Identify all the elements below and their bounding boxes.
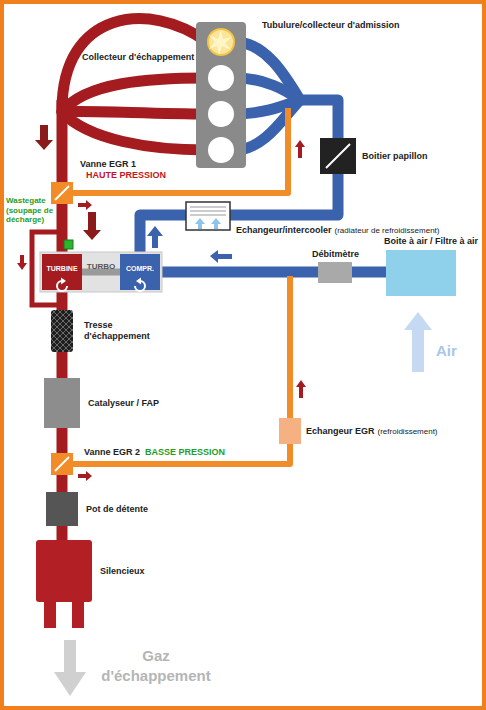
- cooling-arrow: [211, 218, 221, 229]
- flow-arrow: [210, 250, 232, 263]
- rotation-icon: [53, 277, 71, 295]
- exhaust-pipe: [62, 112, 207, 150]
- air-filter-box: [386, 250, 456, 296]
- part-label: Débitmètre: [312, 249, 359, 259]
- throttle-body: [320, 138, 356, 174]
- egr-high-pressure-line: [70, 108, 288, 193]
- part-label: Wastegate (soupape de décharge): [6, 196, 62, 225]
- exhaust-out-arrow: [54, 640, 86, 696]
- egr-low-pressure-line: [70, 276, 290, 464]
- cooling-arrow: [195, 218, 205, 229]
- silencer: [36, 540, 92, 602]
- part-label: BASSE PRESSION: [145, 447, 225, 457]
- exhaust-pipe: [62, 111, 207, 114]
- flow-arrow: [35, 125, 53, 150]
- wastegate-valve: [64, 240, 73, 249]
- part-label: Echangeur EGR: [306, 426, 375, 436]
- tailpipe: [72, 600, 84, 628]
- part-label: Tresse d'échappement: [84, 320, 164, 342]
- flow-arrow: [295, 140, 305, 158]
- expansion-box: [46, 492, 78, 526]
- part-label: Echangeur/intercooler: [236, 225, 332, 235]
- part-label: Vanne EGR 1: [80, 159, 136, 169]
- rotation-icon: [131, 277, 149, 295]
- air-arrow: [404, 312, 432, 372]
- cylinder: [208, 137, 234, 163]
- compressor-box: COMPR.: [120, 254, 160, 290]
- part-label: Boitier papillon: [362, 151, 428, 161]
- egr-valve: [51, 182, 73, 204]
- turbine-box: TURBINE: [42, 254, 82, 290]
- part-label: Silencieux: [100, 566, 145, 576]
- intake-pipe: [140, 172, 338, 254]
- part-label: (refroidissement): [378, 427, 438, 436]
- intake-pipe: [160, 267, 388, 278]
- part-label: Collecteur d'échappement: [82, 52, 194, 62]
- intake-manifold: [140, 42, 388, 272]
- intercooler-fins: [190, 207, 226, 215]
- engine-block: [196, 22, 246, 168]
- turbo-group: TURBINE COMPR. TURBO: [40, 252, 162, 292]
- part-label: Catalyseur / FAP: [88, 398, 159, 408]
- cylinder: [208, 65, 234, 91]
- cylinder-firing: [208, 29, 234, 55]
- part-label: Tubulure/collecteur d'admission: [262, 20, 400, 30]
- flow-arrow: [147, 226, 163, 248]
- turbo-housing: [40, 252, 162, 292]
- cylinder: [208, 101, 234, 127]
- throttle-flap: [326, 144, 350, 168]
- flow-arrow: [78, 200, 92, 210]
- valve-flap: [55, 186, 69, 200]
- part-label: (radiateur de refroidissement): [335, 226, 440, 235]
- egr-cooler: [279, 418, 301, 444]
- part-label: HAUTE PRESSION: [86, 170, 166, 180]
- flow-arrow: [296, 380, 306, 398]
- part-name: TURBINE: [46, 265, 77, 273]
- flow-arrow: [83, 212, 101, 240]
- valve-flap: [55, 457, 69, 471]
- part-label: Gaz d'échappement: [94, 646, 218, 685]
- part-label: Boite à air / Filtre à air: [384, 236, 478, 246]
- exhaust-braid: [51, 310, 73, 352]
- flow-arrow: [78, 471, 92, 481]
- mass-airflow-sensor: [318, 262, 352, 283]
- catalyst: [44, 378, 80, 428]
- part-label: Pot de détente: [86, 504, 148, 514]
- intercooler: [186, 202, 230, 230]
- part-label: Vanne EGR 2: [84, 447, 140, 457]
- part-name: COMPR.: [126, 265, 154, 273]
- group-title: TURBO: [87, 263, 115, 272]
- intake-pipe: [296, 100, 338, 140]
- part-label: Air: [436, 342, 457, 359]
- flow-arrow: [17, 255, 27, 270]
- tailpipe: [44, 600, 56, 628]
- spark: [209, 30, 232, 55]
- egr-valve: [51, 453, 73, 475]
